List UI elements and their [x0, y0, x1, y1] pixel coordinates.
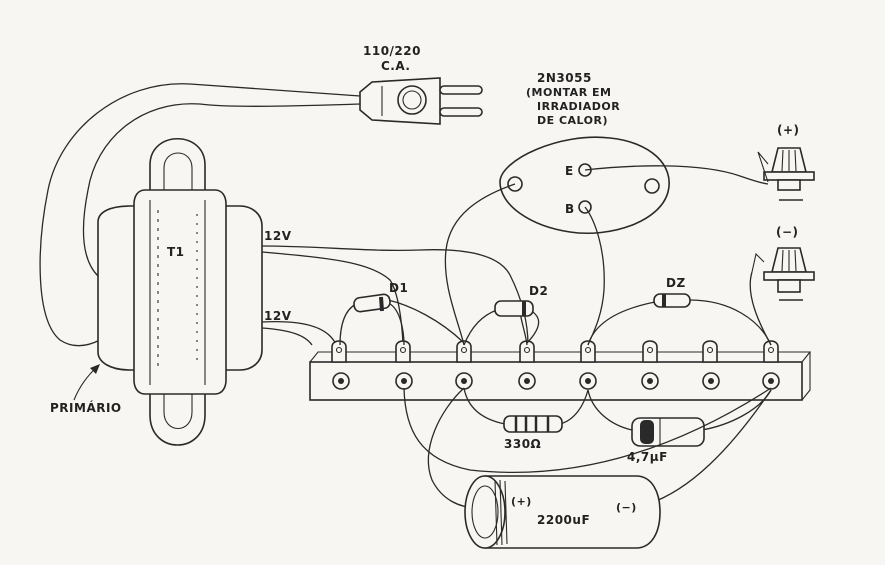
- diode-d1: [339, 293, 464, 346]
- base-pin-label: B: [565, 202, 575, 216]
- capacitor-2200uf: [403, 387, 772, 549]
- zener-dz: [587, 293, 772, 346]
- terminal-strip: [309, 340, 812, 401]
- transformer-label: T1: [167, 245, 185, 259]
- primary-label: PRIMÁRIO: [50, 400, 122, 415]
- terminal-negative: [749, 247, 815, 346]
- transistor-note-3: DE CALOR): [537, 114, 608, 127]
- transistor-note-1: (MONTAR EM: [526, 86, 611, 99]
- big-capacitor-minus-label: (−): [616, 501, 637, 514]
- transistor-2n3055: [499, 136, 670, 235]
- emitter-pin-label: E: [565, 164, 574, 178]
- mains-ac-label: C.A.: [381, 59, 410, 73]
- transformer-t1: [97, 137, 263, 446]
- terminal-positive: [757, 147, 815, 201]
- secondary-voltage-top: 12V: [264, 229, 292, 243]
- resistor-value-label: 330Ω: [504, 437, 541, 451]
- diode-d2-label: D2: [529, 284, 548, 298]
- resistor-330: [463, 387, 589, 433]
- mains-cord: [39, 83, 361, 347]
- mains-voltage-label: 110/220: [363, 44, 421, 58]
- transistor-label: 2N3055: [537, 71, 592, 85]
- big-capacitor-value-label: 2200uF: [537, 513, 590, 527]
- mains-plug: [359, 77, 483, 125]
- capacitor-4-7uf: [587, 389, 772, 447]
- big-capacitor-plus-label: (+): [511, 495, 532, 508]
- diode-d2: [463, 300, 540, 346]
- diode-d1-label: D1: [389, 281, 408, 295]
- secondary-wires: [261, 245, 529, 351]
- transistor-wires: [444, 165, 769, 346]
- transistor-note-2: IRRADIADOR: [537, 100, 620, 113]
- secondary-voltage-bottom: 12V: [264, 309, 292, 323]
- small-capacitor-value-label: 4,7µF: [627, 450, 668, 464]
- primary-pointer: [73, 364, 100, 401]
- negative-terminal-label: (−): [776, 225, 799, 239]
- zener-dz-label: DZ: [666, 276, 686, 290]
- positive-terminal-label: (+): [777, 123, 800, 137]
